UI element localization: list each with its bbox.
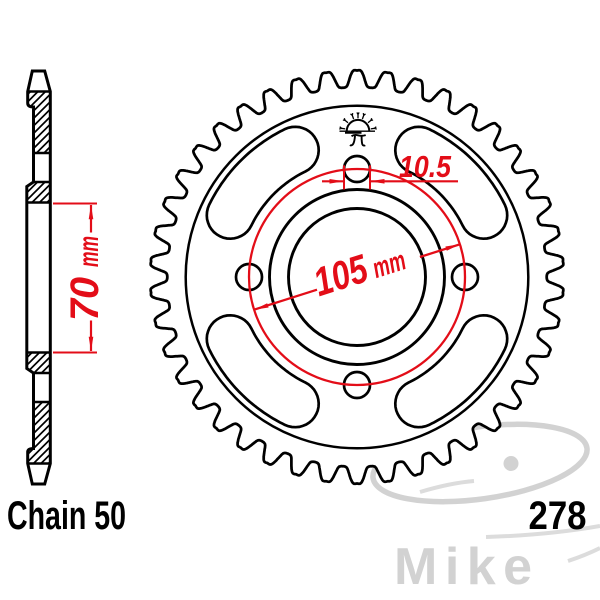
svg-text:Chain 50: Chain 50 xyxy=(7,494,126,538)
svg-text:70: 70 xyxy=(63,277,107,321)
svg-text:278: 278 xyxy=(529,494,587,538)
svg-text:Mike: Mike xyxy=(394,538,540,596)
svg-text:10.5: 10.5 xyxy=(399,149,452,184)
svg-text:mm: mm xyxy=(73,236,104,267)
